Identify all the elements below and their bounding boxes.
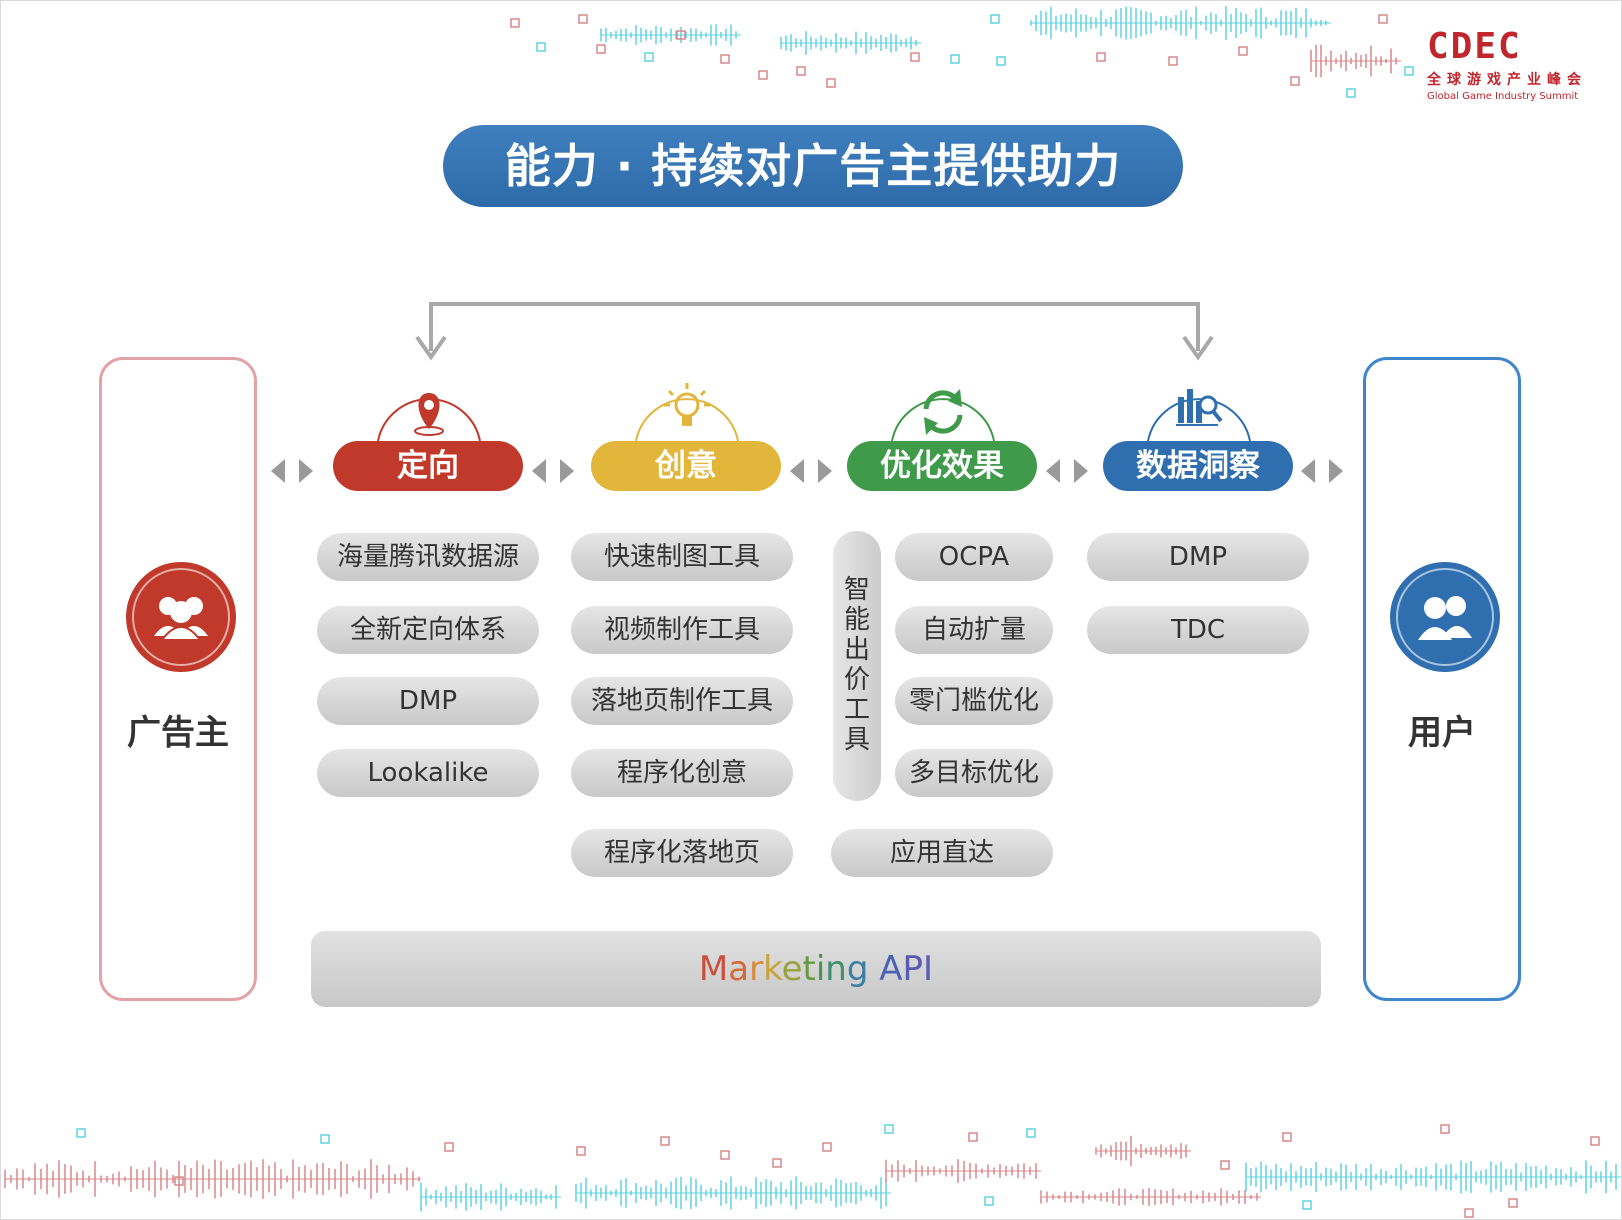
tool-item: 多目标优化 <box>895 749 1053 797</box>
tool-item: 视频制作工具 <box>571 606 793 654</box>
connector-arrows <box>532 459 574 483</box>
category-targeting: 定向 <box>333 371 523 491</box>
tool-item: TDC <box>1087 606 1309 654</box>
connector-arrows <box>1046 459 1088 483</box>
category-pill-creative: 创意 <box>591 441 781 491</box>
tool-item: DMP <box>317 677 539 725</box>
tool-item: 自动扩量 <box>895 606 1053 654</box>
advertiser-panel: 广告主 <box>99 357 257 1001</box>
tool-item: 零门槛优化 <box>895 677 1053 725</box>
category-insight: 数据洞察 <box>1103 365 1293 491</box>
tool-item: 程序化落地页 <box>571 829 793 877</box>
logo-chinese-name: 全球游戏产业峰会 <box>1427 72 1587 88</box>
tool-item: OCPA <box>895 533 1053 581</box>
tool-item: 海量腾讯数据源 <box>317 533 539 581</box>
connector-arrows <box>790 459 832 483</box>
connector-arrows <box>271 459 313 483</box>
user-label: 用户 <box>1408 713 1476 753</box>
connector-arrows <box>1301 459 1343 483</box>
chart-search-icon <box>1147 389 1251 441</box>
tool-item: Lookalike <box>317 749 539 797</box>
tool-item: 落地页制作工具 <box>571 677 793 725</box>
advertiser-label: 广告主 <box>127 713 229 753</box>
bidding-group-text: 智能出价工具 <box>843 575 870 755</box>
user-panel: 用户 <box>1363 357 1521 1001</box>
tool-item: 应用直达 <box>831 829 1053 877</box>
tool-item: 快速制图工具 <box>571 533 793 581</box>
category-creative: 创意 <box>591 363 781 491</box>
logo-mark: CDEC <box>1427 26 1522 67</box>
lightbulb-icon <box>635 383 739 441</box>
marketing-api-label: Marketing API <box>698 949 934 989</box>
refresh-icon <box>891 389 995 441</box>
category-pill-targeting: 定向 <box>333 441 523 491</box>
category-pill-insight: 数据洞察 <box>1103 441 1293 491</box>
tool-item: 程序化创意 <box>571 749 793 797</box>
tool-item: DMP <box>1087 533 1309 581</box>
tool-item: 全新定向体系 <box>317 606 539 654</box>
feedback-arrow <box>415 302 1214 361</box>
page-title: 能力 · 持续对广告主提供助力 <box>443 125 1183 207</box>
users-icon <box>1390 562 1500 672</box>
bidding-group-label: 智能出价工具 <box>833 531 881 801</box>
cdec-logo: CDEC 全球游戏产业峰会 Global Game Industry Summi… <box>1427 26 1587 103</box>
category-optimization: 优化效果 <box>847 365 1037 491</box>
category-pill-optimization: 优化效果 <box>847 441 1037 491</box>
marketing-api-bar: Marketing API <box>311 931 1321 1007</box>
map-pin-icon <box>377 393 481 441</box>
logo-english-name: Global Game Industry Summit <box>1427 91 1579 102</box>
users-icon <box>126 562 236 672</box>
